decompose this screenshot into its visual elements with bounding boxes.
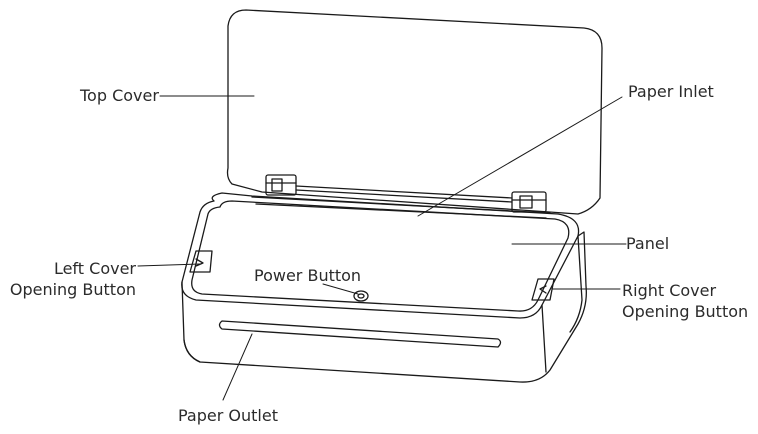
label-left-cover-button: Left Cover Opening Button: [4, 258, 136, 300]
left-cover-button: [189, 250, 213, 273]
panel-surface: [181, 192, 580, 319]
label-right-cover-button: Right Cover Opening Button: [622, 280, 748, 322]
label-left-cover-button-line2: Opening Button: [9, 280, 136, 299]
right-hinge: [511, 191, 547, 213]
label-top-cover: Top Cover: [80, 86, 159, 105]
right-cover-button: [531, 278, 555, 301]
top-cover-shape: [226, 9, 603, 215]
power-button: [353, 290, 369, 302]
label-left-cover-button-line1: Left Cover: [53, 259, 136, 278]
printer-body: [181, 231, 587, 383]
label-power-button: Power Button: [254, 266, 362, 285]
label-right-cover-button-line1: Right Cover: [622, 281, 717, 300]
label-right-cover-button-line2: Opening Button: [622, 302, 749, 321]
left-hinge: [265, 174, 297, 196]
label-panel: Panel: [626, 234, 670, 253]
leader-paper-outlet: [222, 333, 253, 401]
leader-left-button: [137, 263, 201, 267]
label-paper-outlet: Paper Outlet: [178, 406, 278, 425]
leader-power-button: [322, 283, 359, 295]
paper-outlet-slot: [218, 320, 502, 348]
leader-paper-inlet: [417, 96, 623, 217]
leader-lines: [137, 95, 627, 401]
label-paper-inlet: Paper Inlet: [628, 82, 714, 101]
